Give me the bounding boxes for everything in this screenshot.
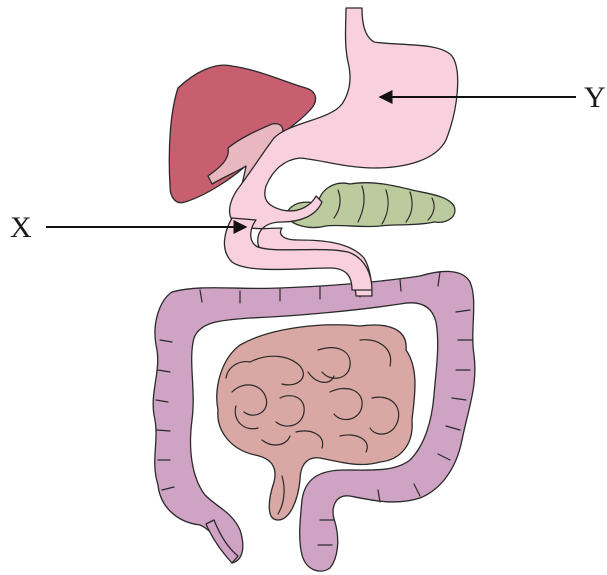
label-x: X [10,211,32,244]
label-y: Y [584,81,606,114]
duodenum-loop [224,218,372,290]
